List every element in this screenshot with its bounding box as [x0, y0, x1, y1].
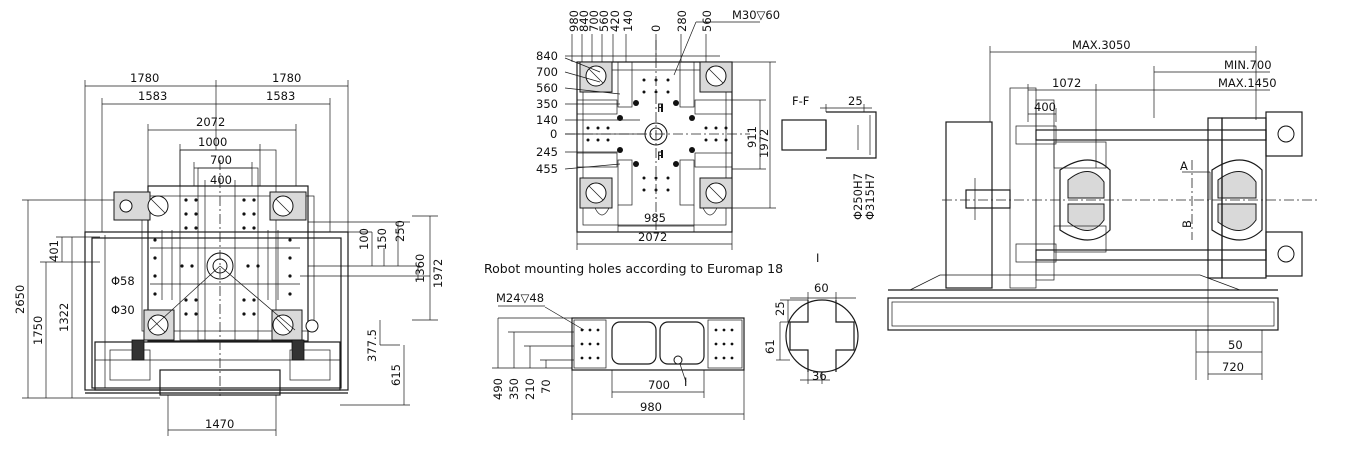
platen-view: 980 840 700 560 420 140 0 280 560 M30▽60… — [536, 8, 780, 250]
platen-left-dim-140: 140 — [536, 113, 558, 127]
robot-mounting-note: Robot mounting holes according to Euroma… — [484, 261, 783, 276]
platen-top-dim-420: 420 — [608, 10, 622, 32]
platen-left-dim-350: 350 — [536, 97, 558, 111]
side-dim-720: 720 — [1222, 360, 1244, 374]
side-dim-1072: 1072 — [1052, 76, 1081, 90]
platen-left-dim-245: 245 — [536, 145, 558, 159]
dim-400: 400 — [210, 173, 232, 187]
platen-top-dim-560b: 560 — [700, 10, 714, 32]
dim-1322: 1322 — [57, 303, 71, 332]
platen-top-dim-0: 0 — [649, 25, 663, 32]
robot-dim-210: 210 — [523, 378, 537, 400]
section-ff-dim-250h7: Φ250H7 — [851, 173, 865, 220]
robot-dim-700: 700 — [648, 378, 670, 392]
detail-dim-36: 36 — [812, 369, 827, 383]
platen-dim-985: 985 — [644, 211, 666, 225]
dim-phi30: Φ30 — [111, 303, 135, 317]
platen-dim-1972: 1972 — [757, 129, 771, 158]
platen-dim-2072: 2072 — [638, 230, 667, 244]
platen-top-dim-700: 700 — [587, 10, 601, 32]
section-ff-dim-315h7: Φ315H7 — [863, 173, 877, 220]
platen-top-dim-140: 140 — [621, 10, 635, 32]
marker-i-top: I — [816, 251, 819, 265]
side-dim-400: 400 — [1034, 100, 1056, 114]
dim-250: 250 — [393, 220, 407, 242]
detail-dim-61: 61 — [763, 339, 777, 354]
dim-1360: 1360 — [413, 254, 427, 283]
section-mark-f-bottom: F — [657, 149, 664, 163]
dim-1000: 1000 — [198, 135, 227, 149]
side-dim-max1450: MAX.1450 — [1218, 76, 1277, 90]
platen-top-dim-840: 840 — [577, 10, 591, 32]
platen-left-dim-840: 840 — [536, 49, 558, 63]
dim-1780-left: 1780 — [130, 71, 159, 85]
dim-2650: 2650 — [13, 285, 27, 314]
robot-thread-label: M24▽48 — [496, 291, 544, 305]
platen-top-dim-560: 560 — [597, 10, 611, 32]
robot-dim-980: 980 — [640, 400, 662, 414]
dim-1583-right: 1583 — [266, 89, 295, 103]
dim-phi58: Φ58 — [111, 274, 135, 288]
dim-700: 700 — [210, 153, 232, 167]
side-dim-min700: MIN.700 — [1224, 58, 1272, 72]
section-mark-f-top: F — [657, 101, 664, 115]
robot-marker-i: I — [684, 375, 687, 389]
platen-top-dim-980: 980 — [567, 10, 581, 32]
side-dim-50: 50 — [1228, 338, 1243, 352]
dim-1750: 1750 — [31, 316, 45, 345]
platen-left-dim-0: 0 — [550, 127, 557, 141]
section-ff-view: F-F 25 Φ250H7 Φ315H7 I — [781, 94, 877, 265]
dim-100: 100 — [357, 228, 371, 250]
platen-top-dim-280: 280 — [675, 10, 689, 32]
robot-dim-70: 70 — [539, 379, 553, 394]
dim-1583-left: 1583 — [138, 89, 167, 103]
section-ff-dim-25: 25 — [848, 94, 863, 108]
dim-2072: 2072 — [196, 115, 225, 129]
front-view: 1780 1780 1583 1583 2072 1000 700 400 Φ5… — [13, 71, 445, 436]
detail-dim-25: 25 — [773, 301, 787, 316]
side-dim-max3050: MAX.3050 — [1072, 38, 1131, 52]
dim-1470: 1470 — [205, 417, 234, 431]
detail-dim-60: 60 — [814, 281, 829, 295]
platen-left-dim-700: 700 — [536, 65, 558, 79]
section-ff-title: F-F — [792, 94, 809, 108]
dim-615: 615 — [389, 364, 403, 386]
dim-150: 150 — [375, 228, 389, 250]
dim-401: 401 — [47, 240, 61, 262]
dim-1972-front: 1972 — [431, 259, 445, 288]
detail-i-view: 60 25 61 36 — [763, 281, 859, 384]
side-mark-b: B — [1180, 220, 1194, 228]
platen-thread-label: M30▽60 — [732, 8, 780, 22]
platen-dim-911: 911 — [745, 126, 759, 148]
platen-left-dim-560: 560 — [536, 81, 558, 95]
robot-dim-350: 350 — [507, 378, 521, 400]
robot-dim-490: 490 — [491, 378, 505, 400]
dim-1780-right: 1780 — [272, 71, 301, 85]
side-view: MAX.3050 MIN.700 MAX.1450 1072 400 A B 5… — [887, 38, 1320, 380]
dim-377-5: 377.5 — [365, 329, 379, 362]
platen-left-dim-455: 455 — [536, 162, 558, 176]
robot-mounting-view: M24▽48 490 350 210 70 700 980 I — [491, 291, 745, 420]
side-mark-a: A — [1180, 159, 1188, 173]
